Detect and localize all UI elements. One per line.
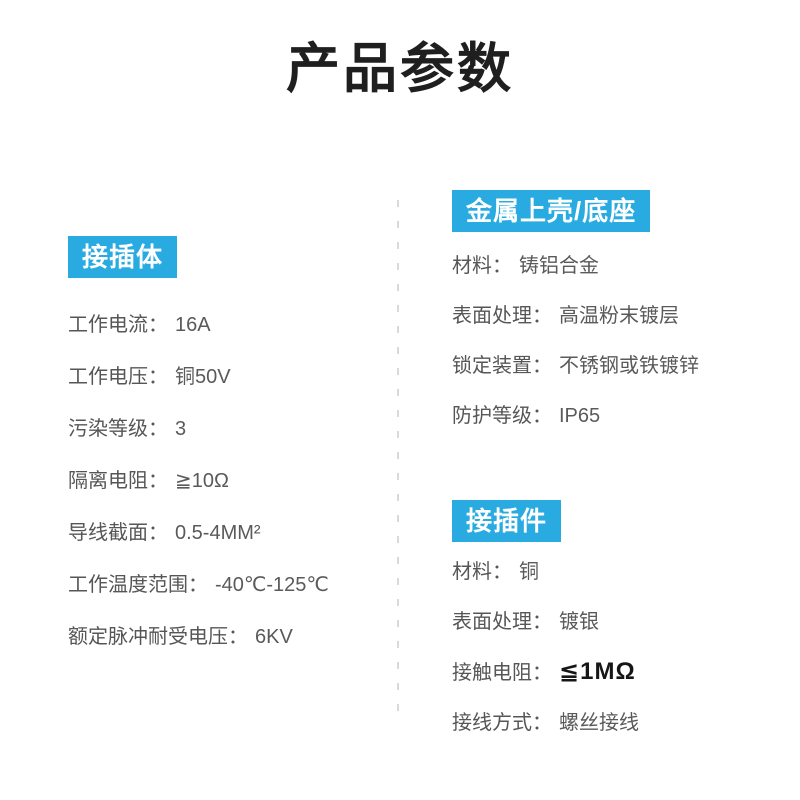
spec-value: 镀银 xyxy=(559,611,599,633)
section-header-badge: 接插件 xyxy=(452,500,562,542)
section-header-badge: 接插体 xyxy=(68,236,178,278)
section-connector-body: 接插体 工作电流：16A 工作电压：铜50V 污染等级：3 隔离电阻：≧10Ω … xyxy=(68,236,388,678)
spec-row: 防护等级： IP65 xyxy=(452,405,782,427)
spec-value: ≧10Ω xyxy=(175,470,229,492)
spec-row: 隔离电阻： ≧10Ω xyxy=(68,470,388,492)
spec-value: 高温粉末镀层 xyxy=(559,305,679,327)
spec-label: 防护等级： xyxy=(452,405,552,427)
spec-row: 接线方式： 螺丝接线 xyxy=(452,712,782,734)
spec-value: 不锈钢或铁镀锌 xyxy=(559,355,699,377)
spec-value: -40℃-125℃ xyxy=(215,574,329,596)
spec-label: 污染等级： xyxy=(68,418,168,440)
spec-label: 锁定装置： xyxy=(452,355,552,377)
spec-label: 工作电压： xyxy=(68,366,168,388)
spec-label: 工作电流： xyxy=(68,314,168,336)
section-connector-parts: 接插件 材料： 铜 表面处理： 镀银 接触电阻： ≦1MΩ 接线方式： 螺丝接线 xyxy=(452,500,782,762)
spec-row: 污染等级： 3 xyxy=(68,418,388,440)
spec-value: 16A xyxy=(175,314,211,336)
spec-label: 隔离电阻： xyxy=(68,470,168,492)
spec-row: 锁定装置： 不锈钢或铁镀锌 xyxy=(452,355,782,377)
section-header-badge: 金属上壳/底座 xyxy=(452,190,651,232)
spec-value: 铸铝合金 xyxy=(519,255,599,277)
spec-row: 工作温度范围： -40℃-125℃ xyxy=(68,574,388,596)
spec-label: 材料： xyxy=(452,255,512,277)
spec-value: 铜 xyxy=(519,561,539,583)
dashed-divider xyxy=(397,200,399,716)
spec-value: 螺丝接线 xyxy=(559,712,639,734)
spec-value: 铜50V xyxy=(175,366,231,388)
spec-label: 表面处理： xyxy=(452,305,552,327)
spec-value: ≦1MΩ xyxy=(559,658,636,685)
spec-row: 表面处理： 镀银 xyxy=(452,611,782,633)
spec-label: 导线截面： xyxy=(68,522,168,544)
spec-value: 0.5-4MM² xyxy=(175,522,261,544)
spec-row: 接触电阻： ≦1MΩ xyxy=(452,658,782,685)
spec-row: 表面处理： 高温粉末镀层 xyxy=(452,305,782,327)
spec-row: 材料： 铜 xyxy=(452,561,782,583)
spec-value: 6KV xyxy=(255,626,293,648)
spec-label: 额定脉冲耐受电压： xyxy=(68,626,248,648)
spec-row: 工作电压： 铜50V xyxy=(68,366,388,388)
spec-value: 3 xyxy=(175,418,187,440)
spec-label: 材料： xyxy=(452,561,512,583)
spec-row: 工作电流： 16A xyxy=(68,314,388,336)
spec-label: 接触电阻： xyxy=(452,662,552,684)
spec-label: 接线方式： xyxy=(452,712,552,734)
spec-value: IP65 xyxy=(559,405,601,427)
spec-label: 工作温度范围： xyxy=(68,574,208,596)
section-metal-shell-base: 金属上壳/底座 材料： 铸铝合金 表面处理： 高温粉末镀层 锁定装置： 不锈钢或铁镀锌… xyxy=(452,190,782,455)
spec-row: 导线截面： 0.5-4MM² xyxy=(68,522,388,544)
spec-row: 额定脉冲耐受电压： 6KV xyxy=(68,626,388,648)
spec-label: 表面处理： xyxy=(452,611,552,633)
page-title: 产品参数 xyxy=(286,39,514,99)
spec-row: 材料： 铸铝合金 xyxy=(452,255,782,277)
